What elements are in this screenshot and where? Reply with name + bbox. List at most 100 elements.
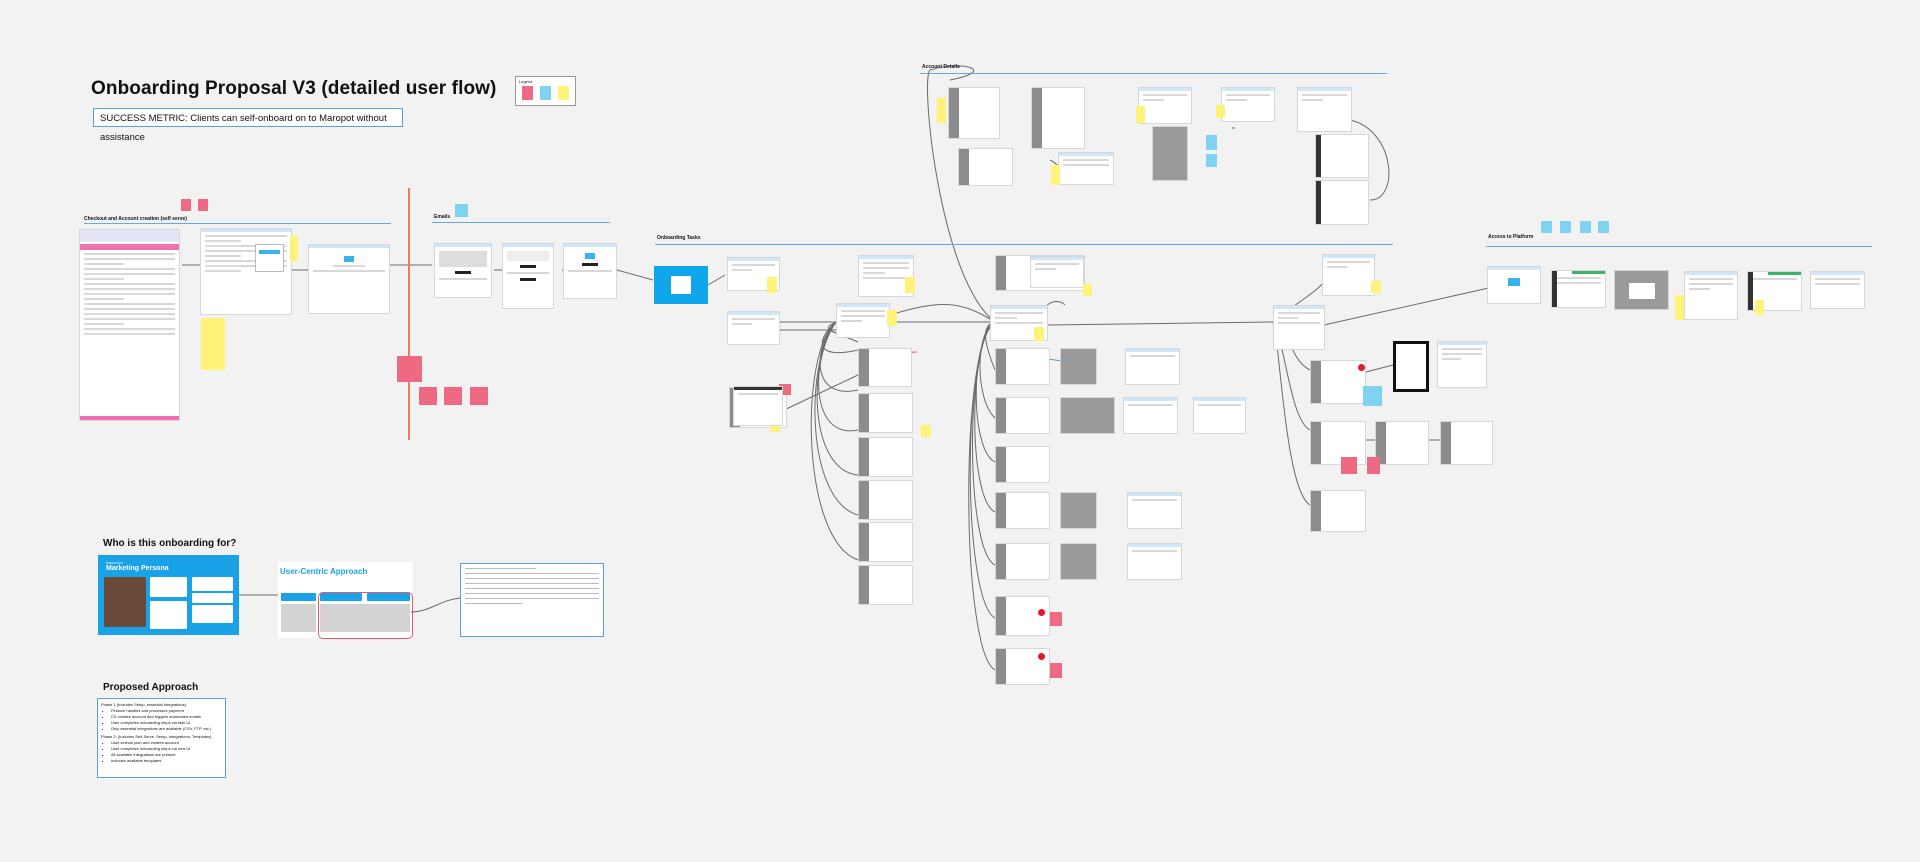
legend-label: Legend [519,79,533,84]
phase-1-heading: Phase 1 (Includes Setup, essential Integ… [101,702,186,707]
section-title-onboarding-tasks: Onboarding Tasks [657,235,701,241]
sticky-note [905,277,915,293]
sticky-note [1136,106,1145,123]
list-item: User completes onboarding steps via new … [111,746,222,752]
sticky-note [470,387,488,405]
section-title-access-to-platform: Access to Platform [1488,234,1534,240]
platform-frame [1747,271,1802,311]
list-item: Only essential integrations are availabl… [111,726,222,732]
task-step-frame [858,348,912,387]
sticky-note [1560,221,1571,233]
list-item: CS creates account and triggers automate… [111,714,222,720]
section-line-account-details [920,73,1387,74]
sticky-note [1051,165,1060,185]
sticky-note [1755,300,1764,315]
task-step-frame [1193,397,1246,434]
task-frame [1322,254,1375,296]
account-frame [1152,126,1188,181]
task-step-frame [858,565,913,605]
persona-photo [104,577,146,627]
legend-box: Legend [515,76,576,106]
sticky-note [181,199,191,211]
sticky-note [779,384,791,395]
sticky-note [455,204,468,217]
task-step-frame [1123,397,1178,434]
platform-frame [1551,270,1606,308]
sticky-note [1363,386,1382,406]
section-line-emails [432,222,610,223]
task-start-screen [654,266,708,304]
task-step-frame [1310,490,1366,532]
list-item: Includes available templates [111,758,222,764]
list-item: All available integrations are present [111,752,222,758]
approach-heading: Proposed Approach [103,682,199,693]
account-frame [1138,87,1192,124]
sticky-note [1206,154,1217,167]
task-step-frame [995,596,1050,636]
sticky-note [1541,221,1552,233]
task-step-frame [1060,543,1097,580]
personas-heading: Who is this onboarding for? [103,538,237,549]
task-step-frame [858,480,913,520]
email-frame-1 [434,243,492,298]
sticky-note [1216,105,1225,118]
platform-frame [1684,271,1738,320]
notes-box [460,563,604,637]
task-step-frame [1060,348,1097,385]
sticky-note [1675,295,1684,320]
confirmation-frame [308,244,390,314]
task-step-frame [995,543,1050,580]
account-frame [1031,87,1085,149]
list-item: User completes onboarding steps via task… [111,720,222,726]
phase-divider-line [408,188,410,440]
task-step-frame [1060,397,1115,434]
account-frame [1221,87,1275,122]
sticky-note [419,387,437,405]
sticky-note [1371,281,1381,293]
task-frame [858,255,914,297]
task-step-frame [858,393,913,433]
platform-frame [1810,271,1865,309]
mobile-frame [1393,341,1429,392]
sticky-note [1083,284,1092,296]
task-step-frame [995,492,1050,529]
sticky-note [397,356,422,382]
signup-form-frame [200,228,292,315]
user-centric-approach-card: User-Centric Approach [278,562,413,638]
account-frame [1315,134,1369,178]
sticky-note [198,199,208,211]
legend-sticky-yellow [558,86,569,100]
task-step-frame [858,437,913,477]
section-line-checkout [84,223,391,224]
section-title-emails: Emails [434,214,451,220]
uca-title: User-Centric Approach [280,567,368,576]
section-title-account-details: Account Details [922,64,960,70]
legend-sticky-blue [540,86,551,100]
task-step-frame [995,446,1050,483]
list-item: User selects plan and creates account [111,740,222,746]
task-step-frame [1127,492,1182,529]
account-frame [948,87,1000,139]
account-frame [1315,180,1369,225]
task-frame [733,386,783,426]
task-step-frame [1125,348,1180,385]
sticky-note [201,318,225,370]
error-dot [1038,609,1045,616]
task-step-frame [1127,543,1182,580]
sticky-note [1341,457,1357,474]
sticky-note [1367,457,1380,474]
list-item: Finance handles and processes payment [111,708,222,714]
platform-frame [1487,266,1541,304]
sticky-note [290,236,298,261]
error-dot [1038,653,1045,660]
task-step-frame [995,397,1050,434]
email-frame-2 [502,243,554,309]
sticky-note [1580,221,1591,233]
account-frame [958,148,1013,186]
account-frame [1297,87,1352,132]
sticky-note [1206,135,1217,150]
task-step-frame [1060,492,1097,529]
